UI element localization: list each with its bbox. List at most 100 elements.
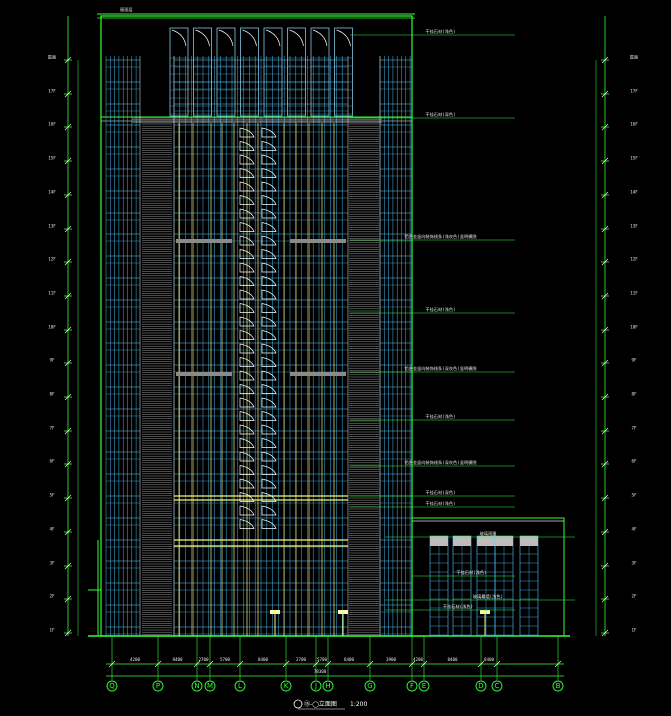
dim-value: 5700 (317, 657, 328, 662)
spandrel-bar (176, 239, 232, 243)
dim-tick (193, 660, 201, 668)
stair-window (239, 492, 255, 502)
callout-text: 干挂石材(浅色) (425, 500, 455, 507)
axis-bubble (322, 680, 334, 692)
callout-text: 干挂石材(浅色) (425, 28, 455, 35)
stair-window (239, 316, 255, 327)
stair-window (261, 343, 277, 354)
stair-window (261, 262, 277, 273)
podium-cap (520, 536, 538, 546)
axis-label: N (194, 682, 199, 690)
stair-window (239, 505, 255, 516)
level-tick-slash (64, 629, 72, 637)
stair-window (261, 451, 277, 462)
stair-window (239, 357, 255, 367)
level-tick-slash (64, 359, 72, 367)
stair-window (239, 141, 255, 151)
level-tick-slash (64, 393, 72, 401)
level-label: 16F (630, 122, 638, 127)
stair-window (261, 478, 277, 489)
callout-text: 玻璃幕墙(浅色) (473, 593, 503, 600)
callout-text: 干挂石材(浅色) (443, 603, 473, 610)
stair-window (239, 397, 255, 408)
callout-text: 铝合金竖向装饰线条(深灰色)竖明横隐 (404, 459, 476, 466)
level-tick-slash (601, 427, 609, 435)
level-label: 9F (631, 358, 637, 363)
axis-label: G (367, 682, 372, 690)
stair-window (239, 289, 255, 300)
stair-window (261, 316, 277, 327)
facade-grid (105, 56, 412, 636)
level-tick-slash (64, 123, 72, 131)
level-tick-slash (601, 157, 609, 165)
spandrel-bar (176, 372, 232, 376)
stair-window (239, 424, 255, 435)
drawing-title: ⑮-◯立面图 (304, 700, 337, 708)
crown-panel (169, 27, 189, 117)
callout-text: 铝合金竖向装饰线条(深灰色)竖明横隐 (404, 365, 476, 372)
stair-window (261, 438, 277, 448)
stair-window (239, 235, 255, 246)
stair-window (261, 370, 277, 381)
stair-window (239, 195, 255, 205)
level-tick-slash (64, 292, 72, 300)
stair-window (261, 181, 277, 192)
stair-window (239, 478, 255, 489)
level-label: 5F (49, 493, 55, 498)
stair-window (261, 208, 277, 219)
stair-window (239, 222, 255, 232)
axis-label: L (238, 682, 242, 690)
level-tick-slash (601, 56, 609, 64)
level-tick-slash (601, 326, 609, 334)
axis-bubble (234, 680, 246, 692)
left-level-dimensions: 屋面17F16F15F14F13F12F11F10F9F8F7F6F5F4F3F… (48, 16, 79, 637)
stair-window (239, 154, 255, 165)
level-label: 16F (48, 122, 56, 127)
stair-window (239, 181, 255, 192)
stair-window (261, 141, 277, 151)
dim-tick (493, 660, 501, 668)
level-tick-slash (601, 191, 609, 199)
level-tick-slash (64, 191, 72, 199)
stair-window (261, 303, 277, 313)
dim-value: 8400 (258, 657, 269, 662)
level-label: 1F (631, 628, 637, 633)
dim-value: 4200 (130, 657, 141, 662)
dim-tick (420, 660, 428, 668)
dim-value: 3900 (386, 657, 397, 662)
crown-panel (334, 27, 353, 117)
stair-window (239, 411, 255, 421)
stair-window (239, 276, 255, 286)
level-tick-slash (601, 258, 609, 266)
level-label: 17F (48, 89, 56, 94)
level-tick-slash (64, 326, 72, 334)
crown-panel (240, 27, 259, 117)
podium-cap (453, 536, 471, 546)
total-dimension: 78300 (314, 669, 327, 674)
crown-curve (195, 29, 210, 47)
level-label: 2F (49, 594, 55, 599)
stair-window (261, 249, 277, 259)
level-label: 9F (49, 358, 55, 363)
axis-bubble (280, 680, 292, 692)
level-label: 13F (48, 224, 56, 229)
axis-bubble (475, 680, 487, 692)
axis-label: E (422, 682, 426, 690)
callout-text: 玻璃雨篷 (480, 530, 498, 537)
level-label: 13F (630, 224, 638, 229)
podium-curtain-wall (429, 535, 539, 637)
level-tick-slash (601, 595, 609, 603)
stair-window (239, 370, 255, 381)
dim-tick (312, 660, 320, 668)
stair-window (261, 492, 277, 502)
axis-label: K (284, 682, 289, 690)
axis-bubble (406, 680, 418, 692)
stair-window (239, 168, 255, 178)
stair-window (261, 168, 277, 178)
level-label: 屋面 (48, 55, 56, 61)
crown-curve (171, 29, 187, 47)
level-tick-slash (601, 123, 609, 131)
